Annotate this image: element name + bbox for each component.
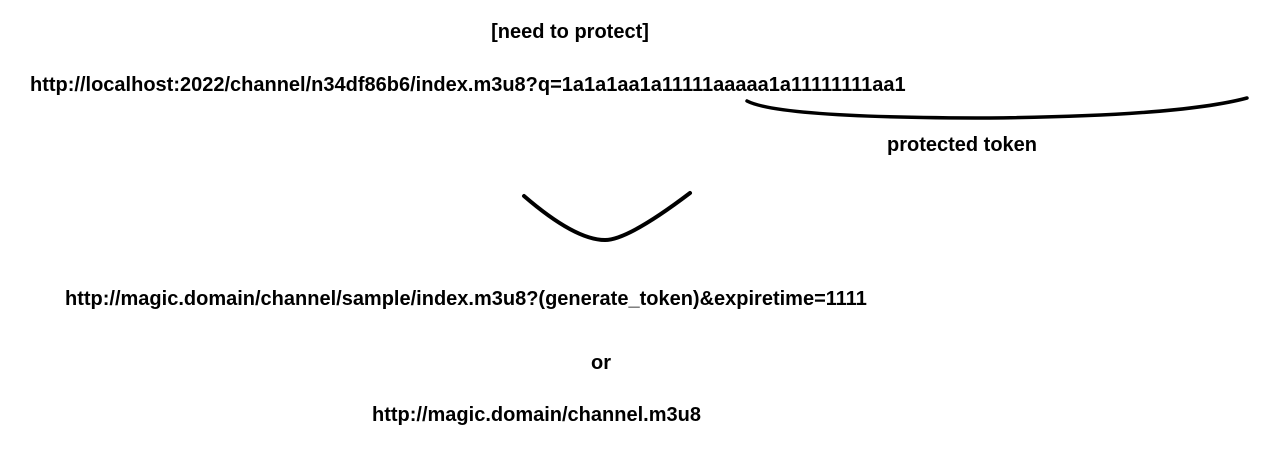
diagram-title: [need to protect] bbox=[491, 21, 649, 43]
token-brace bbox=[745, 96, 1249, 120]
source-url-prefix: http://localhost:2022/channel/n34df86b6/… bbox=[30, 74, 562, 96]
source-url: http://localhost:2022/channel/n34df86b6/… bbox=[30, 73, 906, 97]
result-url-2: http://magic.domain/channel.m3u8 bbox=[372, 404, 701, 426]
transform-arrow bbox=[522, 191, 692, 243]
token-label: protected token bbox=[887, 134, 1038, 156]
or-label: or bbox=[591, 352, 611, 374]
result-url-1: http://magic.domain/channel/sample/index… bbox=[65, 288, 867, 310]
source-url-token: 1a1a1aa1a11111aaaaa1a11111111aa1 bbox=[561, 74, 906, 96]
